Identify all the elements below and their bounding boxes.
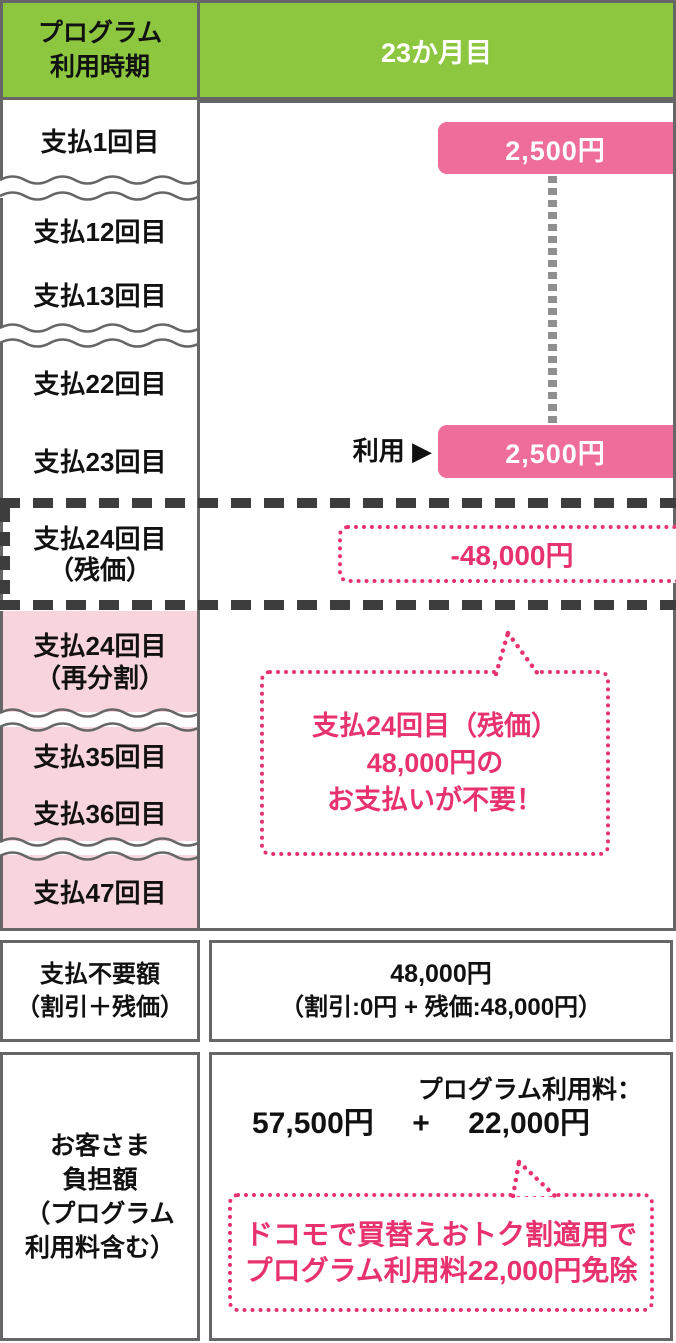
wave-edge xyxy=(0,708,200,718)
residual-exempt-callout-line3: お支払いが不要！ xyxy=(327,784,543,815)
plus-sign: + xyxy=(412,1107,430,1140)
program-fee-label: プログラム利用料： xyxy=(340,1076,642,1105)
customer-burden-label-line1: お客さま xyxy=(49,1131,150,1160)
month-label: 23か月目 xyxy=(380,37,493,68)
payment-row-24-reinstallment-line1: 支払24回目 xyxy=(33,630,167,661)
device-amount: 57,500円 xyxy=(252,1107,374,1140)
payment-row-24-reinstallment-line2: （再分割） xyxy=(34,662,165,693)
exempt-amount-breakdown: （割引:0円 + 残価:48,000円） xyxy=(279,994,603,1021)
exempt-amount-total: 48,000円 xyxy=(390,960,492,988)
wave-edge xyxy=(0,722,200,732)
payment-row-1-label: 支払1回目 xyxy=(40,126,160,157)
program-fee-label-text: プログラム利用料： xyxy=(417,1076,642,1104)
program-period-line2: 利用時期 xyxy=(49,53,150,81)
payment-bar-month1: 2,500円 xyxy=(438,122,673,174)
exempt-amount-value-cell: 48,000円 （割引:0円 + 残価:48,000円） xyxy=(209,940,673,1042)
residual-amount-box: -48,000円 xyxy=(338,525,676,583)
payment-row-24-residual-line1: 支払24回目 xyxy=(33,524,167,554)
payment-row-12-13: 支払12回目 支払13回目 xyxy=(0,198,200,327)
customer-burden-label-line4: 利用料含む） xyxy=(24,1233,175,1262)
payment-bar-month23: 2,500円 xyxy=(438,425,673,478)
payment-row-47: 支払47回目 xyxy=(0,855,200,931)
program-period-line1: プログラム xyxy=(37,19,163,47)
residual-row-dashed-border-left xyxy=(0,508,10,600)
payment-row-36-label: 支払36回目 xyxy=(33,799,167,829)
residual-exempt-callout-line1: 支払24回目（残価） xyxy=(311,710,559,741)
residual-exempt-callout-line2: 48,000円の xyxy=(366,747,504,778)
payment-row-22-label: 支払22回目 xyxy=(33,368,167,399)
payment-row-24-reinstallment: 支払24回目 （再分割） xyxy=(0,611,200,712)
payment-row-12-label: 支払12回目 xyxy=(33,216,167,247)
wave-edge xyxy=(0,338,200,348)
payment-row-23-label: 支払23回目 xyxy=(33,447,167,478)
exempt-amount-label-line2: （割引＋残価） xyxy=(16,994,184,1021)
customer-burden-label-line2: 負担額 xyxy=(62,1165,138,1194)
payment-row-35-label: 支払35回目 xyxy=(33,742,167,772)
payment-row-24-residual-line2: （残価） xyxy=(47,555,152,585)
payment-row-1: 支払1回目 xyxy=(0,100,200,180)
callout-tail-icon xyxy=(510,1159,558,1198)
fee-waiver-callout-line2: プログラム利用料22,000円免除 xyxy=(244,1254,638,1286)
customer-burden-label-cell: お客さま 負担額 （プログラム 利用料含む） xyxy=(0,1052,200,1341)
callout-tail-icon xyxy=(493,630,541,676)
payment-row-35-36: 支払35回目 支払36回目 xyxy=(0,727,200,841)
wave-edge xyxy=(0,837,200,847)
payment-bar-month23-amount: 2,500円 xyxy=(505,439,606,469)
wave-edge xyxy=(0,191,200,201)
customer-burden-label-line3: （プログラム xyxy=(25,1199,175,1228)
residual-amount-value: -48,000円 xyxy=(450,540,574,571)
fee-waiver-callout: ドコモで買替えおトク割適用で プログラム利用料22,000円免除 xyxy=(228,1193,654,1312)
residual-exempt-callout: 支払24回目（残価） 48,000円の お支払いが不要！ xyxy=(260,670,610,856)
payment-row-24-residual: 支払24回目 （残価） xyxy=(0,500,200,610)
payment-row-13-label: 支払13回目 xyxy=(33,281,167,312)
wave-edge xyxy=(0,851,200,861)
burden-sum-line: 57,500円 + 22,000円 xyxy=(252,1106,590,1142)
program-fee-amount: 22,000円 xyxy=(468,1107,590,1140)
exempt-amount-label-line1: 支払不要額 xyxy=(40,961,160,988)
program-period-header-cell: プログラム 利用時期 xyxy=(0,0,200,100)
residual-row-dashed-border-bottom xyxy=(0,600,676,610)
wave-edge xyxy=(0,323,200,333)
payment-row-22-23: 支払22回目 支払23回目 xyxy=(0,343,200,500)
usage-arrow-label: 利用 ▶ xyxy=(312,436,432,467)
wave-edge xyxy=(0,175,200,185)
exempt-amount-label-cell: 支払不要額 （割引＋残価） xyxy=(0,940,200,1042)
payment-connector-dashed-line xyxy=(548,176,557,423)
payment-bar-month1-amount: 2,500円 xyxy=(505,135,606,166)
usage-arrow-text: 利用 ▶ xyxy=(352,436,432,466)
month-header-cell: 23か月目 xyxy=(197,0,676,100)
fee-waiver-callout-line1: ドコモで買替えおトク割適用で xyxy=(244,1218,637,1250)
payment-row-47-label: 支払47回目 xyxy=(33,878,167,908)
residual-row-dashed-border-top xyxy=(0,498,676,508)
